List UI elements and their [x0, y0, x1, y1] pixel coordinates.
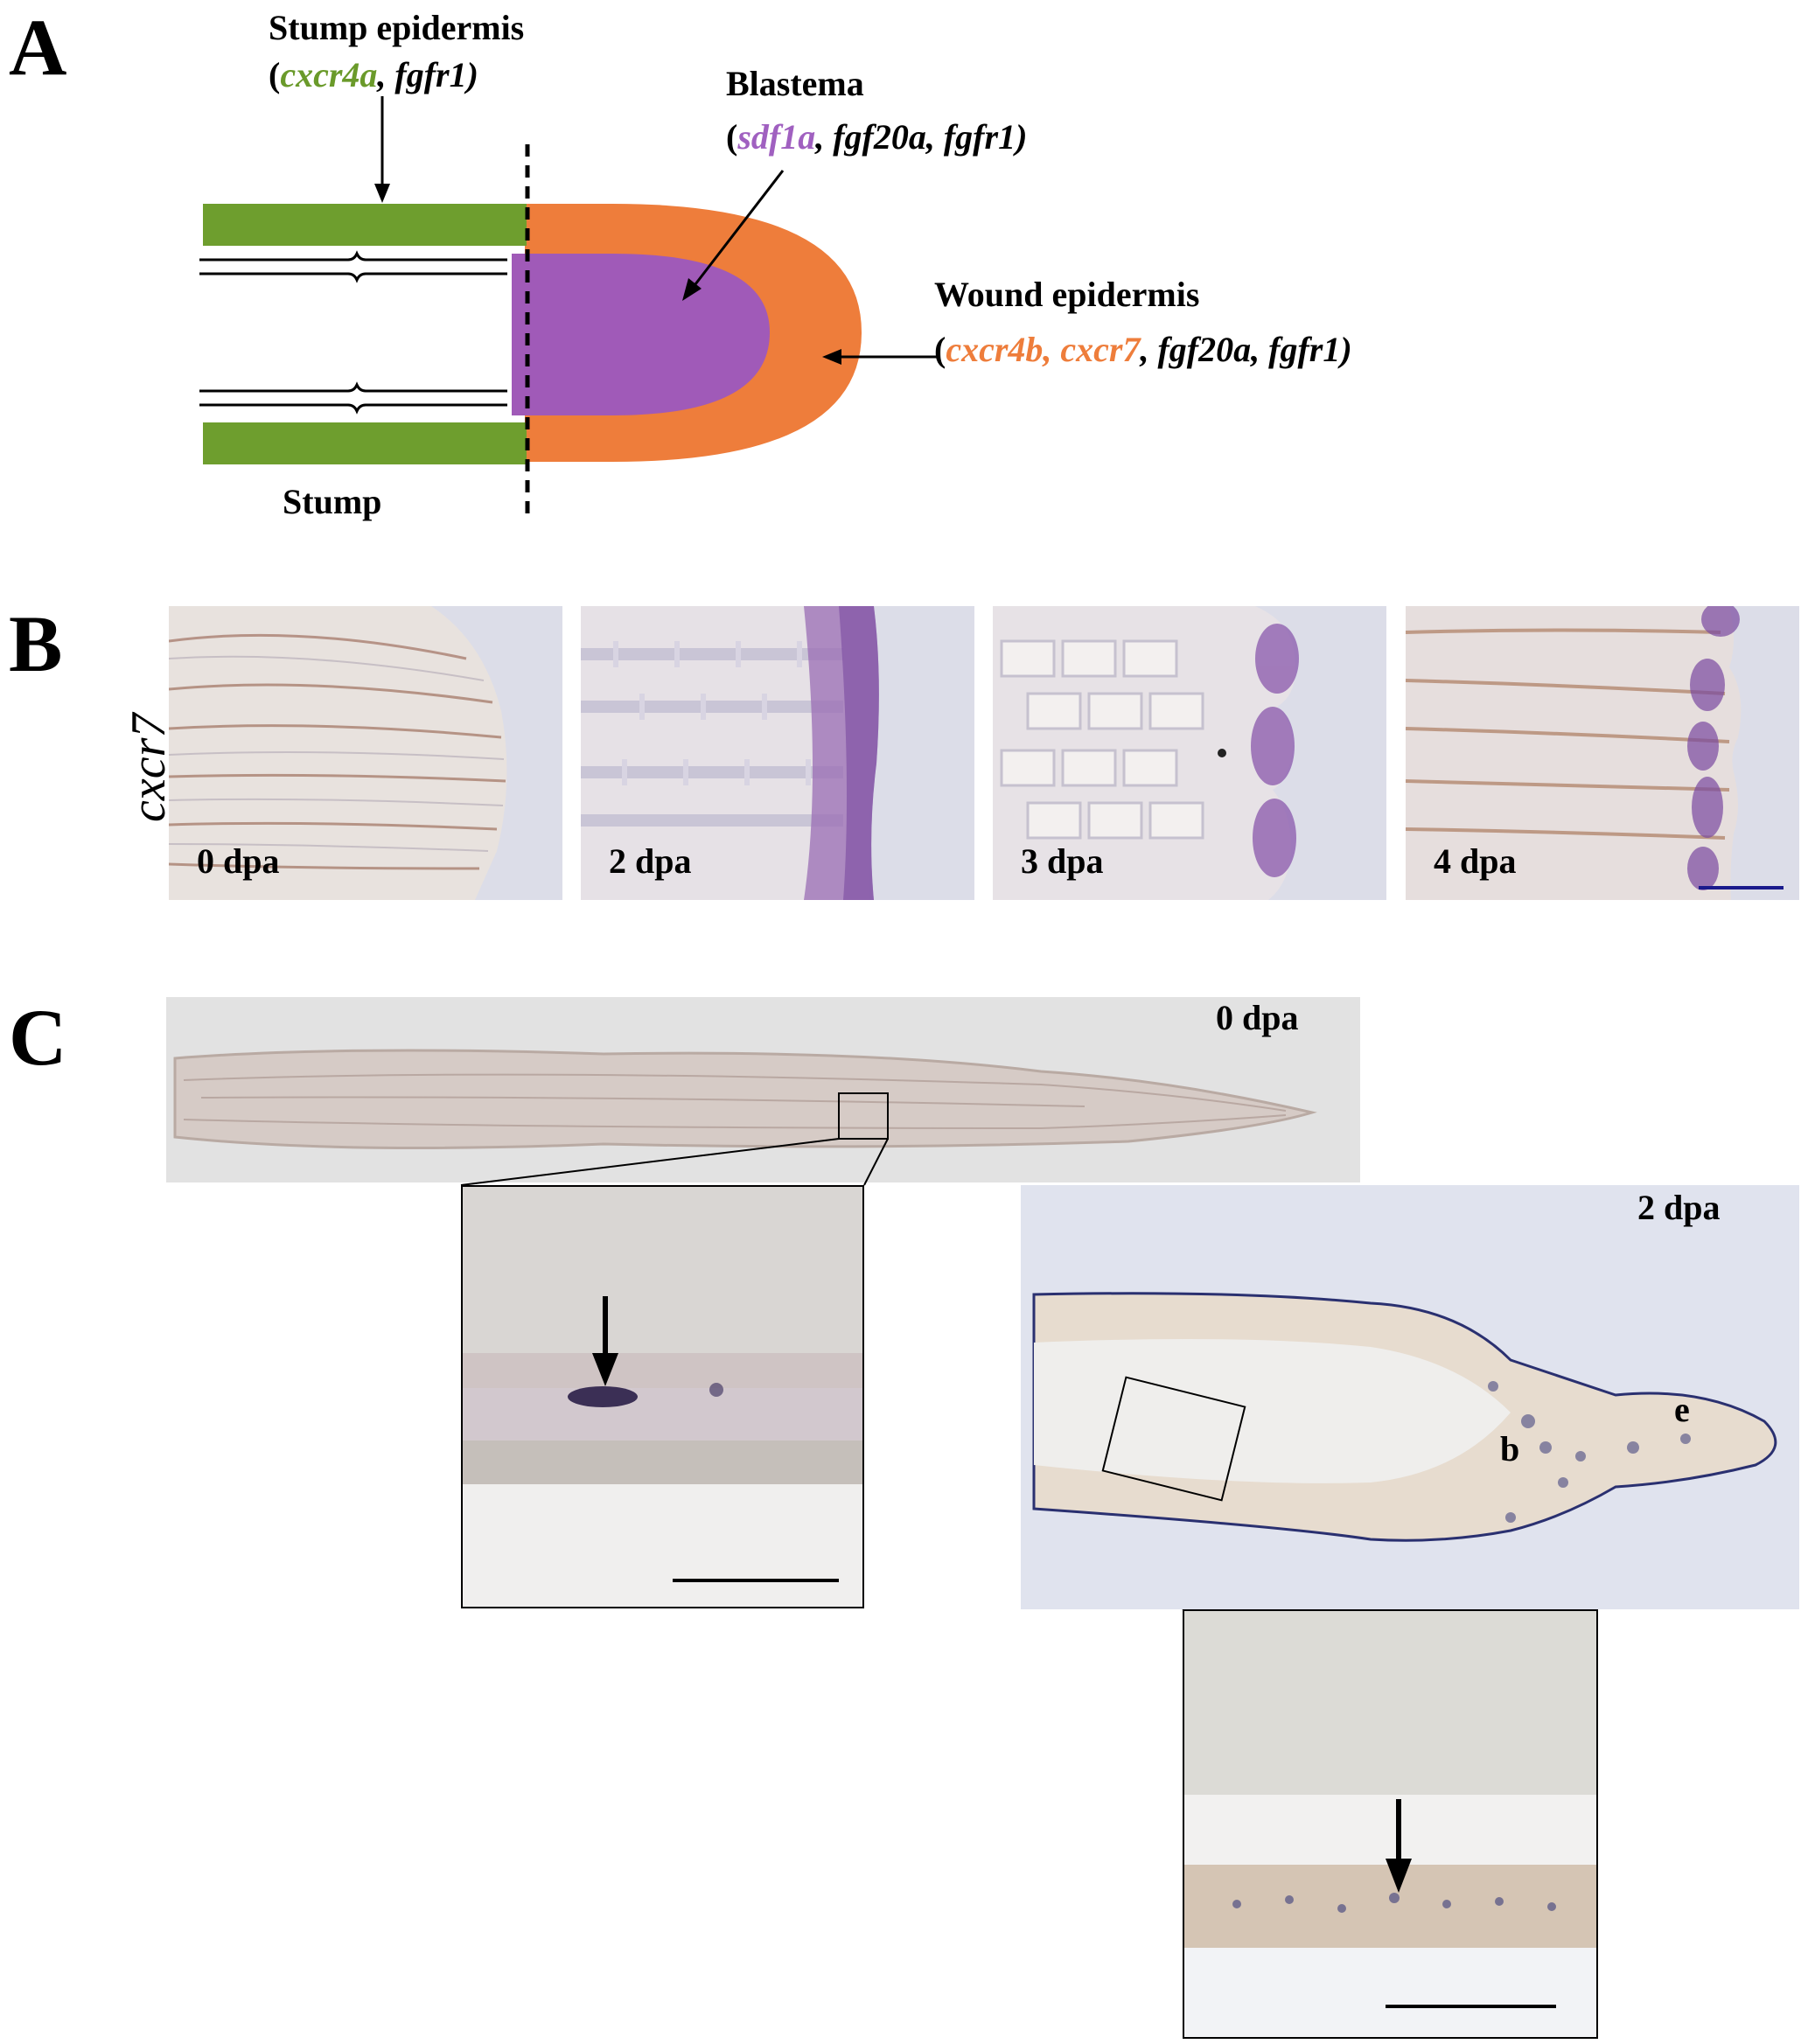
wound-epidermis-title: Wound epidermis — [934, 275, 1200, 314]
timepoint-label-4: 4 dpa — [1434, 841, 1517, 881]
regeneration-schematic — [199, 96, 938, 518]
stump-label: Stump — [283, 482, 382, 521]
timepoint-label-3: 3 dpa — [1021, 841, 1104, 881]
paren: ( — [726, 117, 738, 157]
gene-rest: , fgf20a, fgfr1) — [1140, 330, 1352, 369]
gene-cxcr4b-cxcr7: cxcr4b, cxcr7 — [946, 330, 1141, 369]
timepoint-label-2: 2 dpa — [609, 841, 692, 881]
stump-epidermis-title: Stump epidermis — [269, 8, 525, 47]
micrograph-4dpa: 4 dpa — [1406, 606, 1799, 900]
blastema-genes: (sdf1a, fgf20a, fgfr1) — [726, 116, 1027, 158]
blastema-title: Blastema — [726, 64, 864, 103]
micrograph-2dpa: 2 dpa — [581, 606, 974, 900]
micrograph-3dpa: 3 dpa — [993, 606, 1386, 900]
panel-letter-c: C — [9, 993, 67, 1082]
paren: ( — [934, 330, 946, 369]
stump-epidermis-top — [203, 204, 527, 246]
section-0dpa: 0 dpa — [166, 997, 1360, 1182]
paren: ( — [269, 55, 281, 94]
section-label-0dpa: 0 dpa — [1216, 998, 1299, 1037]
panel-letter-b: B — [9, 599, 63, 688]
wound-epidermis-genes: (cxcr4b, cxcr7, fgf20a, fgfr1) — [934, 329, 1352, 371]
stump-epidermis-bottom — [203, 422, 527, 464]
micrograph-0dpa: 0 dpa — [169, 606, 562, 900]
gene-rest: , fgfr1) — [377, 55, 478, 94]
timepoint-label-0: 0 dpa — [197, 841, 280, 881]
inset-2dpa — [1183, 1609, 1598, 2039]
blastema-shape — [512, 254, 770, 415]
gene-cxcr4a: cxcr4a — [280, 55, 378, 94]
gene-sdf1a: sdf1a — [737, 117, 816, 157]
panel-letter-a: A — [9, 3, 67, 92]
inset-0dpa — [461, 1185, 864, 1608]
gene-rest: , fgf20a, fgfr1) — [815, 117, 1028, 157]
section-label-2dpa: 2 dpa — [1637, 1188, 1721, 1227]
stump-epidermis-genes: (cxcr4a, fgfr1) — [269, 54, 478, 96]
section-2dpa: 2 dpa b e — [1021, 1185, 1799, 1609]
region-label-e: e — [1674, 1390, 1690, 1429]
region-label-b: b — [1500, 1429, 1520, 1468]
